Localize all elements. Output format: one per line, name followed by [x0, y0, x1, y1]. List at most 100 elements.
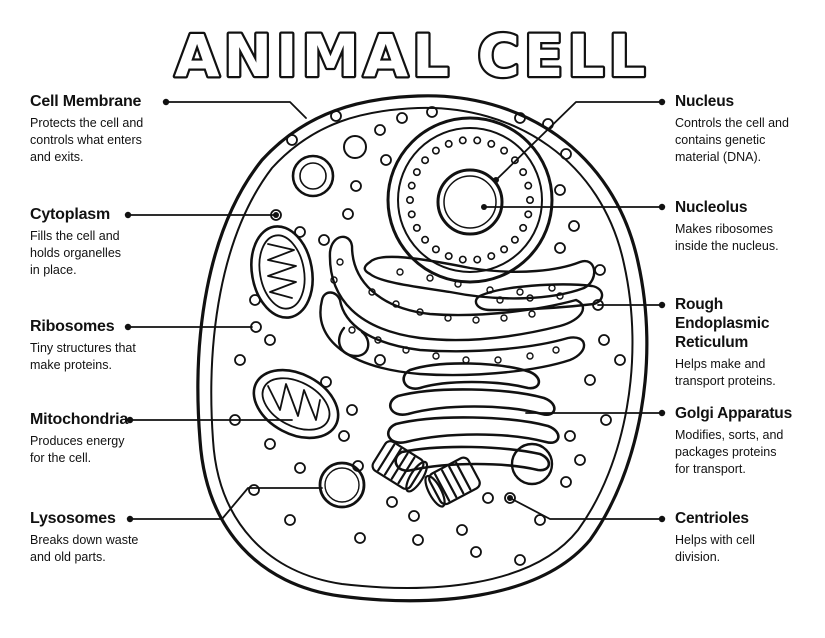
ribosome — [294, 226, 306, 238]
nuclear-pore — [412, 168, 421, 177]
label-desc: Controls the cell and contains genetic m… — [675, 116, 789, 164]
nuclear-pore — [407, 210, 416, 219]
ribosome — [248, 484, 260, 496]
ribosome — [294, 462, 306, 474]
nuclear-pore — [500, 245, 509, 254]
ribosome — [352, 460, 364, 472]
ribosome — [386, 496, 398, 508]
er-ribosome — [392, 300, 400, 308]
label-desc: Modifies, sorts, and packages proteins f… — [675, 428, 784, 476]
er-ribosome — [444, 314, 452, 322]
label-name: Rough Endoplasmic Reticulum — [675, 296, 770, 351]
label-name: Centrioles — [675, 510, 749, 527]
leader-dots — [124, 98, 666, 523]
nuclear-pore — [431, 245, 440, 254]
ribosome — [346, 404, 358, 416]
lysosome — [318, 461, 366, 509]
nuclear-pore — [421, 156, 430, 165]
label-desc: Produces energy for the cell. — [30, 434, 125, 465]
nuclear-pore — [412, 223, 421, 232]
nucleus — [386, 116, 554, 284]
er-ribosome — [552, 346, 560, 354]
ribosome — [426, 106, 438, 118]
nuclear-pore — [487, 139, 496, 148]
label-desc: Helps with cell division. — [675, 533, 755, 564]
nuclear-pore — [458, 255, 467, 264]
er-ribosome — [454, 280, 462, 288]
label-mitochondria: Mitochondria Produces energy for the cel… — [30, 410, 190, 467]
label-desc: Fills the cell and holds organelles in p… — [30, 229, 122, 277]
ribosome — [534, 514, 546, 526]
ribosome — [504, 492, 516, 504]
label-name: Lysosomes — [30, 510, 116, 527]
vesicle — [291, 154, 335, 198]
er-ribosome — [396, 268, 404, 276]
ribosome — [380, 154, 392, 166]
ribosome — [350, 180, 362, 192]
er-ribosome — [348, 326, 356, 334]
ribosome — [374, 354, 386, 366]
nuclear-pore — [519, 223, 528, 232]
ribosome — [574, 454, 586, 466]
nuclear-pore — [487, 252, 496, 261]
ribosome — [598, 334, 610, 346]
er-ribosome — [548, 284, 556, 292]
label-golgi: Golgi Apparatus Modifies, sorts, and pac… — [675, 404, 820, 478]
vesicle-right — [510, 442, 554, 486]
label-cell-membrane: Cell Membrane Protects the cell and cont… — [30, 92, 190, 166]
mitochondrion-top — [250, 225, 314, 319]
label-nucleus: Nucleus Controls the cell and contains g… — [675, 92, 820, 166]
nuclear-pore — [431, 146, 440, 155]
er-ribosome — [368, 288, 376, 296]
er-ribosome — [486, 286, 494, 294]
ribosome — [286, 134, 298, 146]
ribosome — [264, 334, 276, 346]
er-ribosome — [336, 258, 344, 266]
label-name: Cell Membrane — [30, 93, 142, 110]
label-cytoplasm: Cytoplasm Fills the cell and holds organ… — [30, 205, 190, 279]
centrioles — [371, 440, 481, 508]
ribosome — [470, 546, 482, 558]
cell-membrane-inner — [210, 106, 634, 589]
ribosome — [514, 112, 526, 124]
label-desc: Breaks down waste and old parts. — [30, 533, 139, 564]
ribosome — [600, 414, 612, 426]
er-ribosome — [556, 292, 564, 300]
er-ribosome — [432, 352, 440, 360]
ribosome — [342, 208, 354, 220]
nuclear-pore — [473, 255, 482, 264]
nuclear-pore — [444, 252, 453, 261]
label-name: Golgi Apparatus — [675, 405, 792, 422]
er-ribosome — [330, 276, 338, 284]
nuclear-pore — [525, 196, 534, 205]
ribosome — [614, 354, 626, 366]
label-desc: Tiny structures that make proteins. — [30, 341, 136, 372]
nuclear-pore — [405, 196, 414, 205]
label-desc: Protects the cell and controls what ente… — [30, 116, 144, 164]
ribosome — [318, 234, 330, 246]
ribosome — [560, 476, 572, 488]
ribosome — [396, 112, 408, 124]
nuclear-pore — [510, 156, 519, 165]
er-ribosome — [526, 352, 534, 360]
ribosome — [560, 148, 572, 160]
er-ribosome — [500, 314, 508, 322]
label-desc: Helps make and transport proteins. — [675, 357, 776, 388]
ribosome — [482, 492, 494, 504]
label-nucleolus: Nucleolus Makes ribosomes inside the nuc… — [675, 198, 820, 255]
ribosome — [249, 294, 261, 306]
nuclear-pore — [421, 235, 430, 244]
label-name: Cytoplasm — [30, 206, 110, 223]
er-ribosome — [494, 356, 502, 364]
cell-membrane-outer — [196, 94, 649, 603]
nuclear-pore — [458, 136, 467, 145]
label-rough-er: Rough Endoplasmic Reticulum Helps make a… — [675, 295, 820, 390]
nuclear-pore — [519, 168, 528, 177]
nuclear-pore — [444, 139, 453, 148]
ribosome — [514, 554, 526, 566]
nucleolus — [436, 168, 504, 236]
title-banner: ANIMAL CELL — [172, 20, 647, 88]
nuclear-pore — [407, 181, 416, 190]
rough-er — [319, 235, 604, 377]
